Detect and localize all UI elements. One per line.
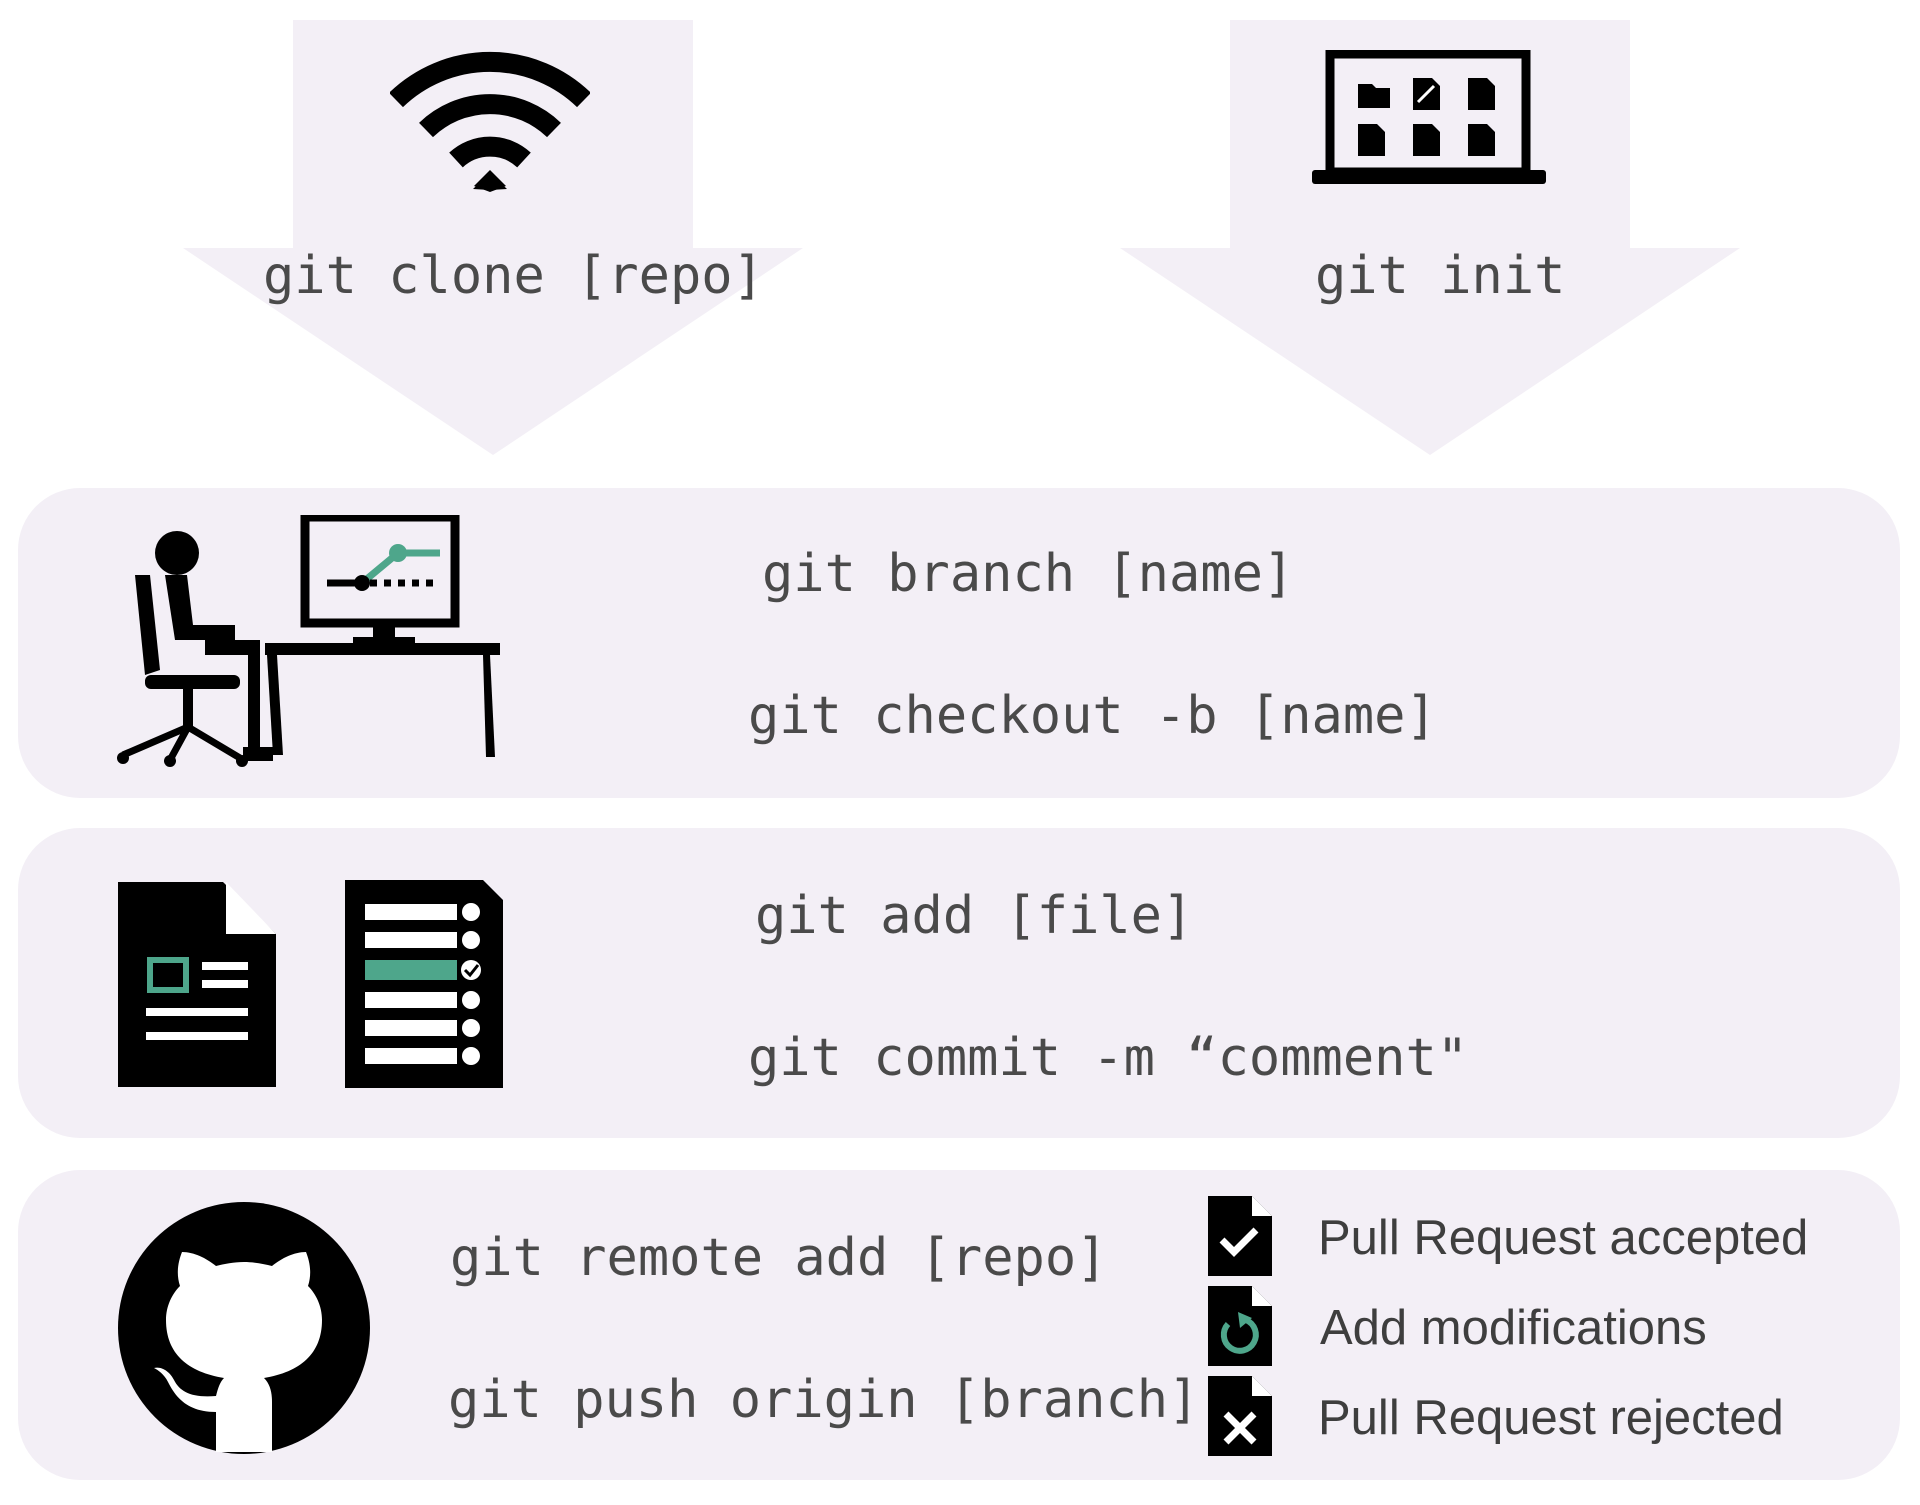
clone-arrow — [183, 20, 803, 455]
git-remote-label: git remote add [repo] — [450, 1228, 1108, 1288]
laptop-files-icon — [1312, 50, 1546, 184]
git-branch-label: git branch [name] — [762, 544, 1295, 604]
checklist-icon — [345, 880, 503, 1088]
git-commit-label: git commit -m “comment" — [748, 1028, 1469, 1088]
developer-desk-icon — [117, 515, 500, 767]
document-icon — [118, 882, 276, 1087]
git-init-label: git init — [1315, 246, 1566, 306]
outcome-modifications-label: Add modifications — [1320, 1301, 1707, 1355]
wifi-icon — [390, 51, 590, 192]
check-document-icon — [1208, 1196, 1272, 1276]
github-icon — [118, 1202, 370, 1454]
outcome-accepted-label: Pull Request accepted — [1318, 1211, 1809, 1265]
x-document-icon — [1208, 1376, 1272, 1456]
git-checkout-label: git checkout -b [name] — [748, 686, 1437, 746]
git-add-label: git add [file] — [755, 886, 1194, 946]
refresh-document-icon — [1208, 1286, 1272, 1366]
git-clone-label: git clone [repo] — [263, 246, 764, 306]
outcome-rejected-label: Pull Request rejected — [1318, 1391, 1784, 1445]
init-arrow — [1120, 20, 1740, 455]
git-push-label: git push origin [branch] — [448, 1370, 1200, 1430]
commit-panel — [18, 828, 1900, 1138]
